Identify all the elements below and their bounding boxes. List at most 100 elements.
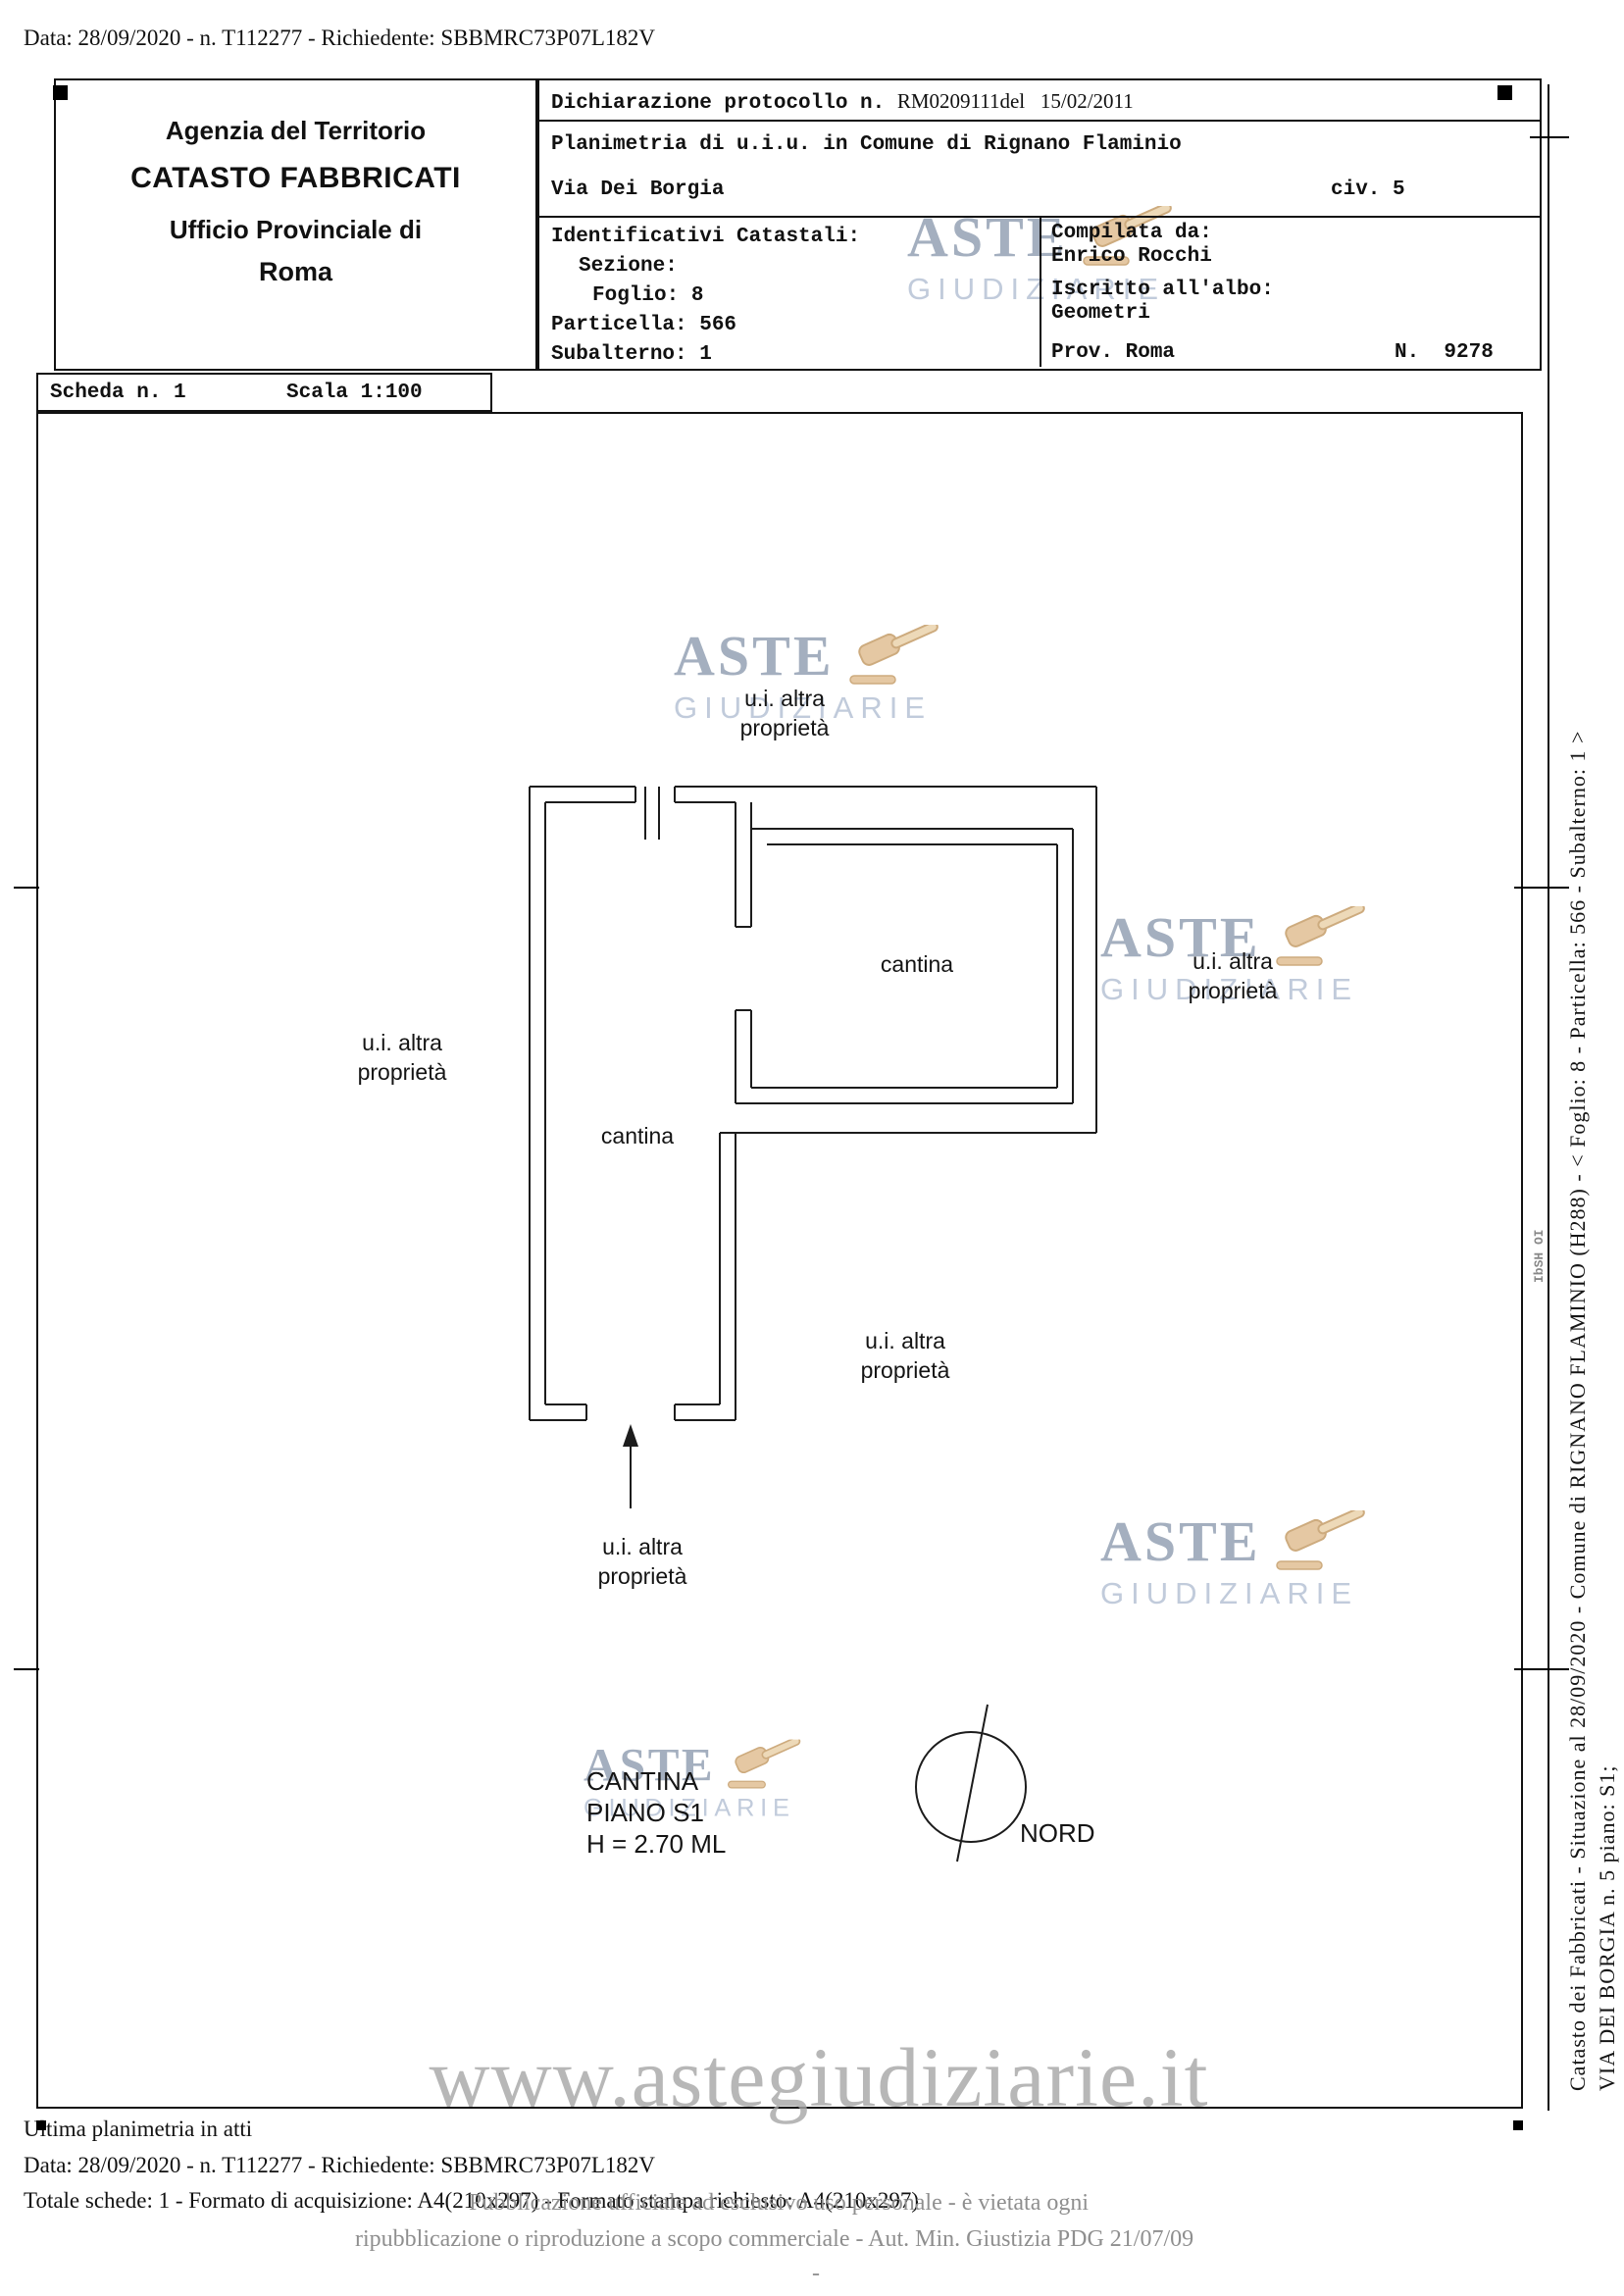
label-line: u.i. altra — [1193, 948, 1273, 974]
scheda-box: Scheda n. 1 Scala 1:100 — [36, 373, 492, 412]
protocol-value: RM0209111del 15/02/2011 — [896, 89, 1134, 113]
agency-line: Agenzia del Territorio — [165, 116, 427, 145]
watermark-aste-text: ASTE — [907, 205, 1068, 269]
identificativi-cell: Identificativi Catastali: Sezione: Fogli… — [539, 218, 1040, 367]
compilata-label: Compilata da: — [1051, 222, 1212, 244]
fold-tick-right-top — [1530, 136, 1569, 138]
field-foglio: Foglio: 8 — [592, 284, 704, 307]
watermark-aste-text: ASTE — [674, 624, 835, 688]
gavel-icon — [727, 1739, 800, 1789]
plan-caption: CANTINA PIANO S1 H = 2.70 ML — [586, 1765, 900, 1860]
planimetria-row: Planimetria di u.i.u. in Comune di Rigna… — [539, 122, 1540, 218]
agency-box: Agenzia del Territorio CATASTO FABBRICAT… — [54, 78, 537, 371]
fold-tick-right-1 — [1514, 887, 1569, 889]
label-line: proprietà — [357, 1059, 447, 1085]
north-label: NORD — [1020, 1818, 1095, 1848]
label-line: proprietà — [860, 1357, 950, 1383]
label-cantina-room: cantina — [819, 949, 1015, 979]
wall-lines — [529, 786, 1097, 1421]
watermark-header: ASTE GIUDIZIARIE — [907, 204, 1186, 307]
label-ui-altra-proprieta-bottom: u.i. altra proprietà — [539, 1532, 745, 1591]
bottom-data-line: Data: 28/09/2020 - n. T112277 - Richiede… — [24, 2153, 655, 2177]
fold-tick-left-2 — [14, 1668, 39, 1670]
sidebar-line-1: Catasto dei Fabbricati - Situazione al 2… — [1565, 730, 1590, 2091]
registration-mark-top-left — [53, 85, 68, 100]
label-line: proprietà — [739, 715, 830, 740]
watermark-plan-right: ASTE GIUDIZIARIE — [1100, 904, 1379, 1007]
street-name: Via Dei Borgia — [551, 179, 725, 201]
north-indicator — [915, 1704, 1027, 1862]
label-ui-altra-proprieta-left: u.i. altra proprietà — [294, 1028, 510, 1087]
field-particella: Particella: 566 — [551, 314, 737, 336]
scheda-number: Scheda n. 1 — [50, 382, 186, 404]
albo-number: N. 9278 — [1395, 341, 1494, 364]
watermark-aste-text: ASTE — [584, 1738, 716, 1792]
plan-frame — [36, 412, 1523, 2109]
watermark-giudiziarie-text: GIUDIZIARIE — [1100, 1576, 1359, 1610]
bottom-ultima-line: Ultima planimetria in atti — [24, 2117, 253, 2141]
agency-title: CATASTO FABBRICATI — [130, 162, 461, 194]
disclaimer-line-1: Pubblicazione ufficiale ad esclusivo uso… — [469, 2190, 1090, 2216]
caption-line: PIANO S1 — [586, 1798, 704, 1827]
identificativi-title: Identificativi Catastali: — [551, 226, 861, 248]
fold-tick-left-1 — [14, 887, 39, 889]
gavel-icon — [848, 624, 939, 685]
prov-label: Prov. Roma — [1051, 341, 1176, 364]
edge-stamp: IbSH OI — [1532, 1229, 1547, 1283]
protocol-label: Dichiarazione protocollo n. — [551, 92, 897, 115]
compilata-cell: Compilata da: Enrico Rocchi Iscritto all… — [1040, 218, 1540, 367]
watermark-giudiziarie-text: GIUDIZIARIE — [907, 272, 1166, 306]
caption-line: CANTINA — [586, 1766, 699, 1796]
albo-value: Geometri — [1051, 302, 1150, 325]
gavel-icon — [1275, 1509, 1365, 1570]
scala-value: Scala 1:100 — [286, 382, 423, 404]
planimetria-line: Planimetria di u.i.u. in Comune di Rigna… — [551, 133, 1182, 156]
disclaimer-line-2: ripubblicazione o riproduzione a scopo c… — [355, 2226, 1194, 2252]
label-ui-altra-proprieta-right: u.i. altra proprietà — [1130, 946, 1336, 1005]
north-needle-edge — [965, 1704, 989, 1817]
watermark-plan-lower: ASTE GIUDIZIARIE — [1100, 1508, 1379, 1611]
label-line: u.i. altra — [865, 1328, 945, 1353]
watermark-giudiziarie-text: GIUDIZIARIE — [1100, 972, 1359, 1006]
fold-tick-right-2 — [1514, 1668, 1569, 1670]
label-line: cantina — [880, 951, 954, 977]
label-line: u.i. altra — [744, 686, 825, 711]
watermark-plan-top: ASTE GIUDIZIARIE — [674, 623, 952, 726]
label-line: proprietà — [597, 1563, 687, 1589]
registration-mark-bottom-right — [1513, 2120, 1523, 2130]
agency-line: Ufficio Provinciale di — [169, 215, 423, 244]
albo-label: Iscritto all'albo: — [1051, 279, 1274, 301]
gavel-icon — [1275, 905, 1365, 966]
sidebar-line-2: VIA DEI BORGIA n. 5 piano: S1; — [1595, 1764, 1619, 2092]
bottom-totale-line: Totale schede: 1 - Formato di acquisizio… — [24, 2188, 920, 2213]
sheet-edge-line — [1548, 84, 1549, 2111]
north-circle — [915, 1731, 1027, 1843]
gavel-icon — [1082, 205, 1172, 266]
field-sezione: Sezione: — [579, 255, 678, 278]
watermark-giudiziarie-text: GIUDIZIARIE — [674, 690, 933, 725]
watermark-aste-text: ASTE — [1100, 1509, 1261, 1573]
agency-city: Roma — [258, 257, 332, 286]
protocol-row: Dichiarazione protocollo n. RM0209111del… — [539, 80, 1540, 122]
label-cantina-corridor: cantina — [539, 1121, 736, 1150]
label-line: u.i. altra — [362, 1030, 442, 1055]
label-line: u.i. altra — [602, 1534, 683, 1559]
compilata-name: Enrico Rocchi — [1051, 245, 1212, 268]
declaration-box: Dichiarazione protocollo n. RM0209111del… — [537, 78, 1542, 371]
caption-line: H = 2.70 ML — [586, 1829, 727, 1859]
label-line: cantina — [600, 1123, 675, 1148]
registration-mark-top-right — [1497, 85, 1512, 100]
watermark-plan-bottomleft: ASTE GIUDIZIARIE — [584, 1738, 811, 1822]
disclaimer-dash: - — [812, 2261, 820, 2286]
floor-plan — [529, 786, 1097, 1862]
civic-number: civ. 5 — [1331, 179, 1405, 201]
watermark-url: www.astegiudiziarie.it — [429, 2030, 1209, 2124]
watermark-giudiziarie-text: GIUDIZIARIE — [584, 1793, 795, 1822]
entrance-arrow — [623, 1424, 638, 1508]
watermark-aste-text: ASTE — [1100, 905, 1261, 969]
sidebar-rotated-text: Catasto dei Fabbricati - Situazione al 2… — [1563, 412, 1622, 2091]
label-ui-altra-proprieta-below: u.i. altra proprietà — [802, 1326, 1008, 1385]
registration-mark-bottom-left — [36, 2120, 46, 2130]
label-ui-altra-proprieta-top: u.i. altra proprietà — [686, 684, 883, 742]
